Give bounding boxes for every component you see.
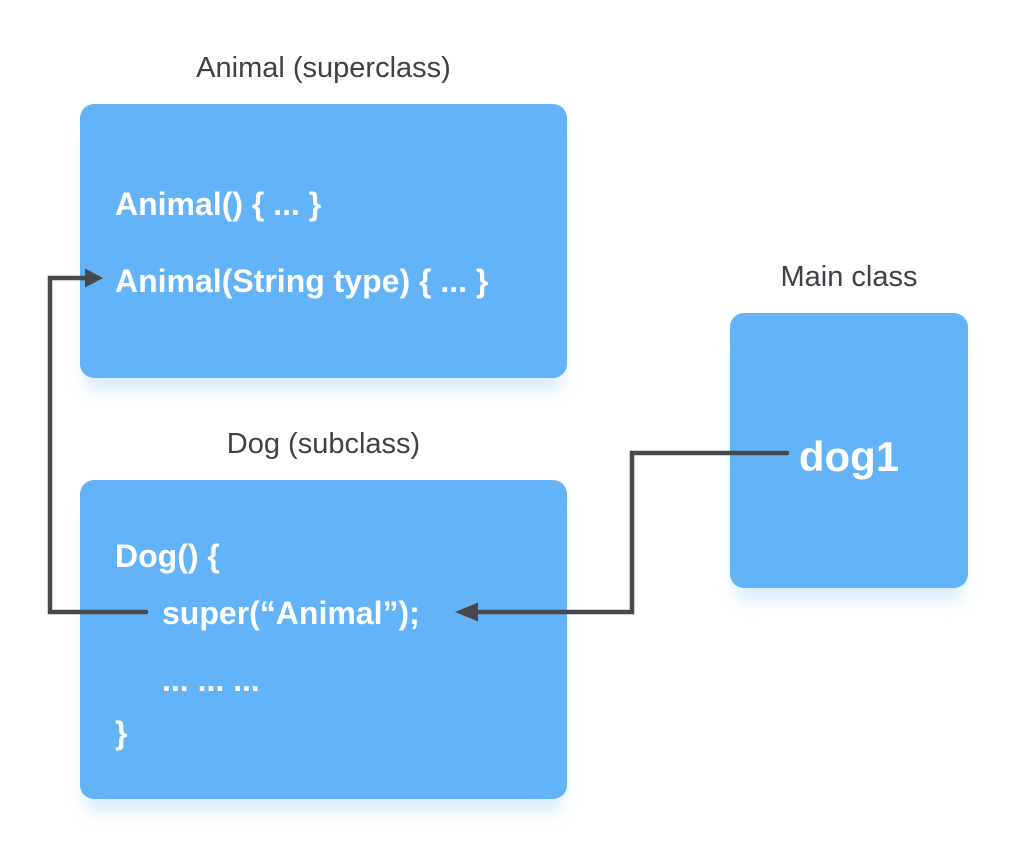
subclass-title: Dog (subclass) xyxy=(226,428,421,460)
superclass-constructor-noarg-line: Animal() { ... } xyxy=(115,186,322,222)
superclass-constructor-string-line: Animal(String type) { ... } xyxy=(115,263,489,299)
main-class-box: dog1 xyxy=(730,313,968,588)
subclass-box: Dog() { super(“Animal”); ... ... ... } xyxy=(80,480,567,799)
dog1-variable-label: dog1 xyxy=(798,433,900,480)
subclass-super-call-line: super(“Animal”); xyxy=(162,595,420,631)
superclass-box: Animal() { ... } Animal(String type) { .… xyxy=(80,104,567,378)
superclass-title: Animal (superclass) xyxy=(196,52,451,84)
main-class-title: Main class xyxy=(780,261,918,293)
subclass-body-ellipsis-line: ... ... ... xyxy=(162,662,260,698)
subclass-constructor-close-line: } xyxy=(115,715,128,751)
subclass-constructor-open-line: Dog() { xyxy=(115,538,220,574)
